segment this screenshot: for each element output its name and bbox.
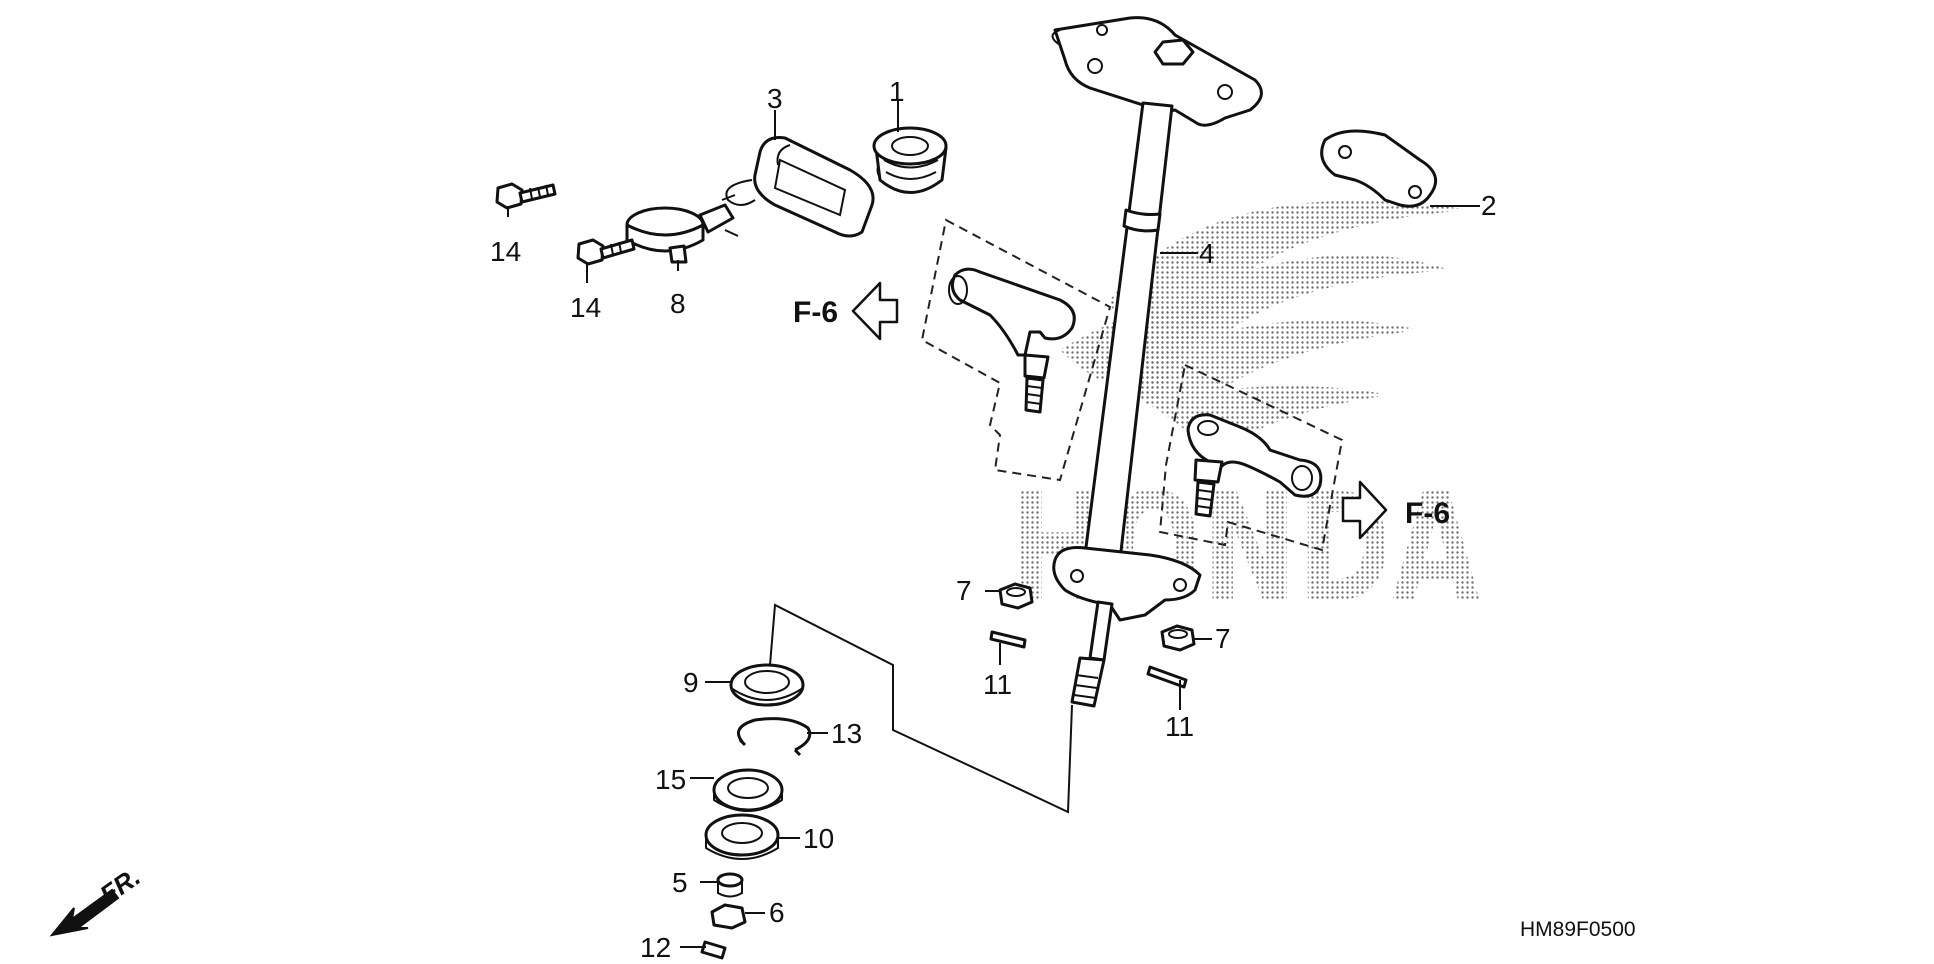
cotter-pin-12 (700, 940, 727, 960)
tie-rod-end-left-box (920, 218, 1112, 482)
hollow-arrow-right-icon (1341, 480, 1388, 540)
oil-seal-9 (729, 663, 805, 707)
callout-13: 13 (831, 718, 862, 749)
steering-shaft-4 (1051, 16, 1263, 708)
holder-3 (725, 136, 875, 238)
callout-11a: 11 (983, 669, 1012, 700)
callout-14a: 14 (490, 236, 521, 267)
tie-rod-end-left (948, 267, 1076, 414)
shaft-cover-2 (1320, 129, 1438, 208)
callout-15: 15 (655, 764, 686, 795)
callout-9: 9 (683, 667, 699, 698)
callout-10: 10 (803, 823, 834, 854)
bearing-15 (712, 768, 784, 812)
cotter-pin-11b (1146, 665, 1188, 689)
callout-12: 12 (640, 932, 671, 963)
front-direction-arrow-icon (49, 888, 120, 937)
callout-2: 2 (1481, 190, 1497, 221)
diagram-code: HM89F0500 (1520, 918, 1636, 941)
bolt-14a (495, 182, 557, 210)
nut-6 (710, 903, 747, 930)
assembly-line (769, 603, 1073, 814)
callout-5: 5 (672, 867, 688, 898)
bearing-10 (704, 813, 780, 860)
bolt-14b (576, 238, 636, 266)
nut-7a (998, 582, 1034, 610)
clamp-8 (625, 194, 739, 264)
leader-lines (507, 101, 1480, 948)
callout-3: 3 (767, 83, 783, 114)
callout-7b: 7 (1215, 623, 1231, 654)
hollow-arrow-left-icon (851, 281, 899, 341)
callout-1: 1 (889, 76, 905, 107)
tie-rod-end-right (1186, 413, 1323, 518)
tie-rod-end-right-box (1158, 363, 1344, 552)
callout-8: 8 (670, 288, 686, 319)
callout-6: 6 (769, 897, 785, 928)
callout-11b: 11 (1165, 711, 1194, 742)
collar-5 (716, 872, 744, 898)
reference-f6-right[interactable]: F-6 (1405, 497, 1450, 530)
cotter-pin-11a (989, 630, 1027, 649)
honda-wing-watermark (1060, 200, 1470, 455)
nut-7b (1160, 624, 1196, 652)
callout-14b: 14 (570, 292, 601, 323)
bushing-1 (872, 126, 948, 194)
callout-4: 4 (1199, 238, 1215, 269)
circlip-13 (736, 717, 812, 757)
callout-7a: 7 (956, 575, 972, 606)
reference-f6-left[interactable]: F-6 (793, 296, 838, 329)
